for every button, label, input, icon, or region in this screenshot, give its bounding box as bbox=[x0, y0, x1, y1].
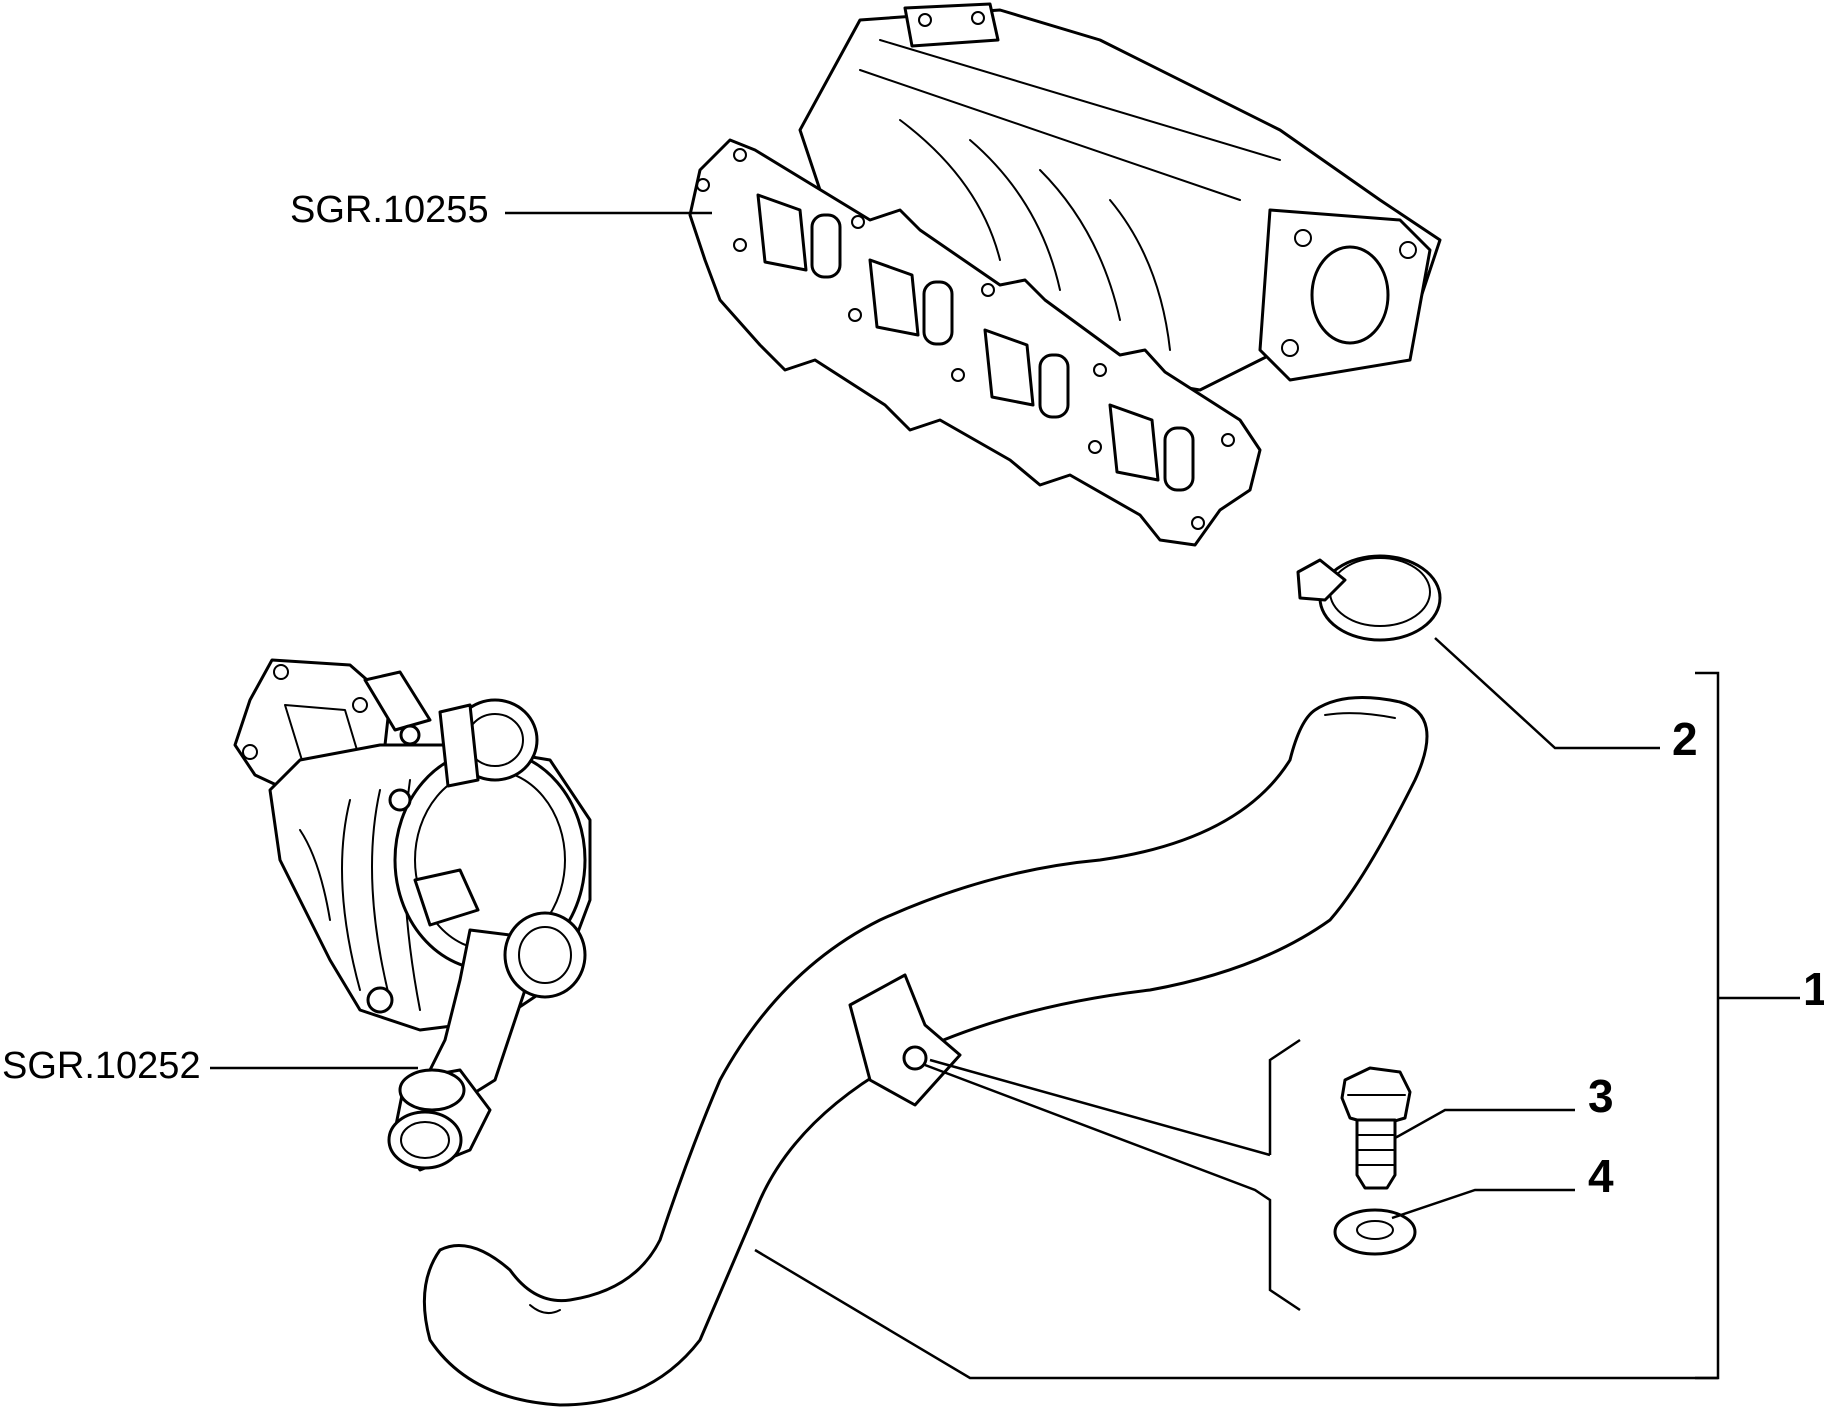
turbo-reference-label: SGR.10252 bbox=[2, 1045, 201, 1087]
callout-3-label: 3 bbox=[1588, 1070, 1614, 1122]
callout-1-label: 1 bbox=[1803, 963, 1824, 1015]
hose-clamp-drawing bbox=[1296, 554, 1442, 642]
callout-4-label: 4 bbox=[1588, 1150, 1614, 1202]
turbocharger-drawing bbox=[233, 658, 592, 1172]
leader-lines bbox=[210, 211, 1800, 1380]
manifold-reference-label: SGR.10255 bbox=[290, 189, 489, 231]
intercooler-hose-drawing bbox=[422, 696, 1429, 1407]
bolt-drawing bbox=[1340, 1066, 1412, 1190]
intake-manifold-drawing bbox=[688, 2, 1442, 547]
callout-2-label: 2 bbox=[1672, 713, 1698, 765]
washer-drawing bbox=[1333, 1208, 1417, 1256]
